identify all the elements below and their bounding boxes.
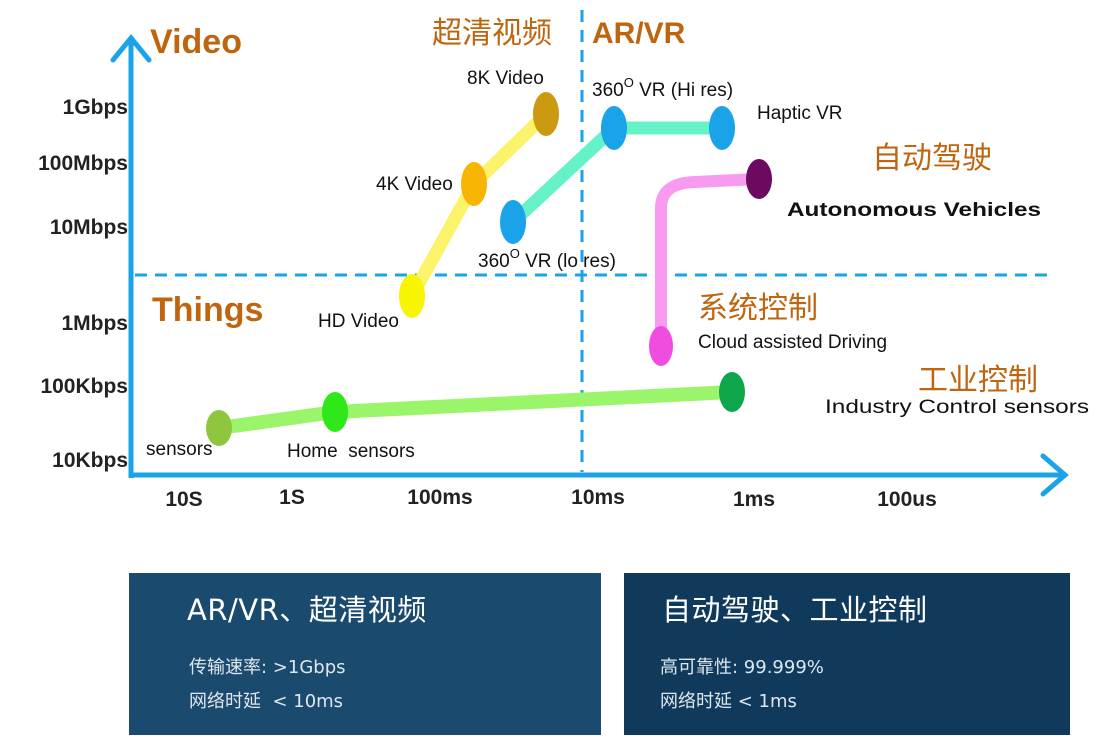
x-label-10s: 10S bbox=[165, 488, 202, 511]
label-sensors: sensors bbox=[146, 439, 213, 460]
label-cloud-driving: Cloud assisted Driving bbox=[698, 332, 887, 353]
node-sensors bbox=[206, 410, 232, 446]
label-8k-video: 8K Video bbox=[467, 68, 544, 89]
region-industrial-control-cn: 工业控制 bbox=[918, 363, 1038, 398]
label-360-vr-lo: 360O VR (lo res) bbox=[478, 246, 616, 272]
region-uhd-video-cn: 超清视频 bbox=[432, 16, 552, 51]
label-hd-video: HD Video bbox=[318, 311, 399, 332]
region-system-control-cn: 系统控制 bbox=[698, 291, 818, 326]
region-autonomous-cn: 自动驾驶 bbox=[872, 141, 992, 176]
x-label-10ms: 10ms bbox=[571, 486, 625, 509]
y-label-100kbps: 100Kbps bbox=[40, 375, 128, 398]
y-label-10kbps: 10Kbps bbox=[52, 449, 128, 472]
x-label-1ms: 1ms bbox=[733, 488, 775, 511]
node-haptic-vr bbox=[709, 106, 735, 150]
driving-trend-line bbox=[655, 173, 764, 352]
label-4k-video: 4K Video bbox=[376, 174, 453, 195]
arvr-summary-title: AR/VR、超清视频 bbox=[187, 593, 427, 627]
node-hd-video bbox=[399, 274, 425, 318]
arvr-summary-box: AR/VR、超清视频 传输速率: >1Gbps 网络时延 < 10ms bbox=[129, 573, 601, 735]
x-label-100us: 100us bbox=[877, 488, 937, 511]
region-arvr: AR/VR bbox=[592, 17, 686, 50]
arvr-rate-text: 传输速率: >1Gbps bbox=[189, 657, 346, 678]
node-360-vr-lo bbox=[500, 200, 526, 244]
x-axis-arrow-icon bbox=[1040, 453, 1069, 497]
arvr-latency-text: 网络时延 < 10ms bbox=[189, 691, 344, 712]
node-home-sensors bbox=[322, 392, 348, 432]
driving-summary-box: 自动驾驶、工业控制 高可靠性: 99.999% 网络时延 < 1ms bbox=[624, 573, 1070, 735]
y-axis-arrow-icon bbox=[110, 34, 152, 63]
driving-summary-title: 自动驾驶、工业控制 bbox=[662, 593, 928, 627]
y-label-1gbps: 1Gbps bbox=[63, 96, 128, 119]
driving-latency-text: 网络时延 < 1ms bbox=[660, 691, 797, 712]
node-8k-video bbox=[533, 92, 559, 136]
y-label-100mbps: 100Mbps bbox=[38, 152, 128, 175]
node-cloud-driving bbox=[649, 326, 673, 366]
label-autonomous: Autonomous Vehicles bbox=[787, 200, 1041, 221]
region-things: Things bbox=[152, 291, 263, 329]
node-4k-video bbox=[461, 162, 487, 206]
node-industry-sensors bbox=[719, 372, 745, 412]
driving-reliability-text: 高可靠性: 99.999% bbox=[660, 657, 824, 678]
label-home-sensors: Home sensors bbox=[287, 441, 415, 462]
node-360-vr-hi bbox=[601, 106, 627, 150]
label-industry-sensors: Industry Control sensors bbox=[825, 397, 1089, 418]
y-label-1mbps: 1Mbps bbox=[61, 312, 128, 335]
x-label-1s: 1S bbox=[279, 486, 305, 509]
node-autonomous bbox=[746, 159, 772, 199]
region-video: Video bbox=[150, 23, 242, 61]
sensor-trend-line bbox=[212, 385, 739, 435]
label-haptic-vr: Haptic VR bbox=[757, 103, 843, 124]
x-label-100ms: 100ms bbox=[407, 486, 472, 509]
y-label-10mbps: 10Mbps bbox=[50, 216, 128, 239]
label-360-vr-hi: 360O VR (Hi res) bbox=[592, 75, 733, 101]
